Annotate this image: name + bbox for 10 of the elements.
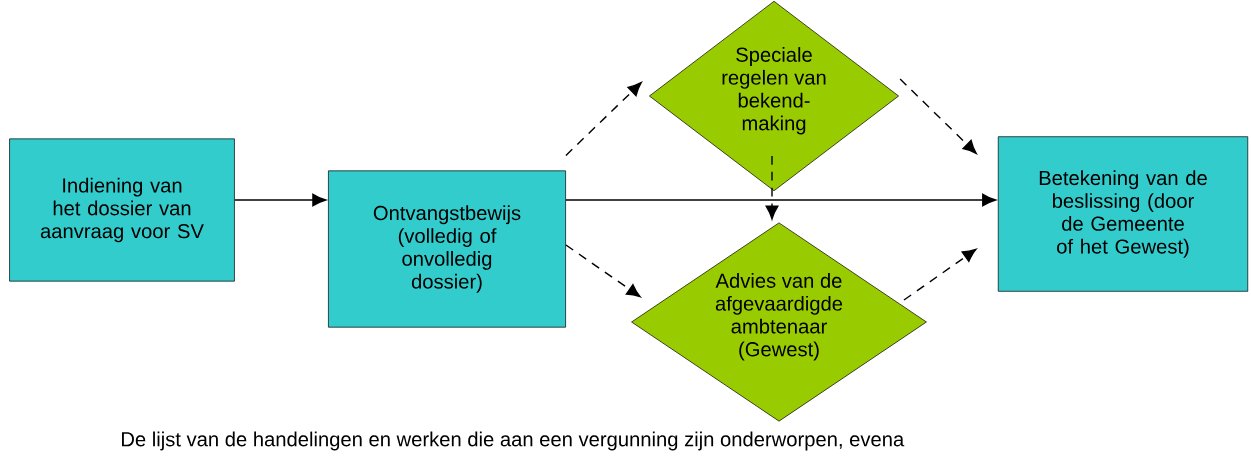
process-box: Indiening van het dossier van aanvraag voor SV xyxy=(9,138,235,282)
process-box: Betekening van de beslissing (door de Gemeente of het Gewest) xyxy=(997,136,1249,292)
arrow xyxy=(565,193,997,207)
arrow xyxy=(565,82,642,157)
arrow xyxy=(765,155,779,220)
arrow xyxy=(234,193,327,207)
process-box: Ontvangstbewijs (volledig of onvolledig dossier) xyxy=(328,170,566,328)
arrow xyxy=(899,78,977,154)
arrow xyxy=(565,244,641,298)
arrow xyxy=(903,248,977,301)
